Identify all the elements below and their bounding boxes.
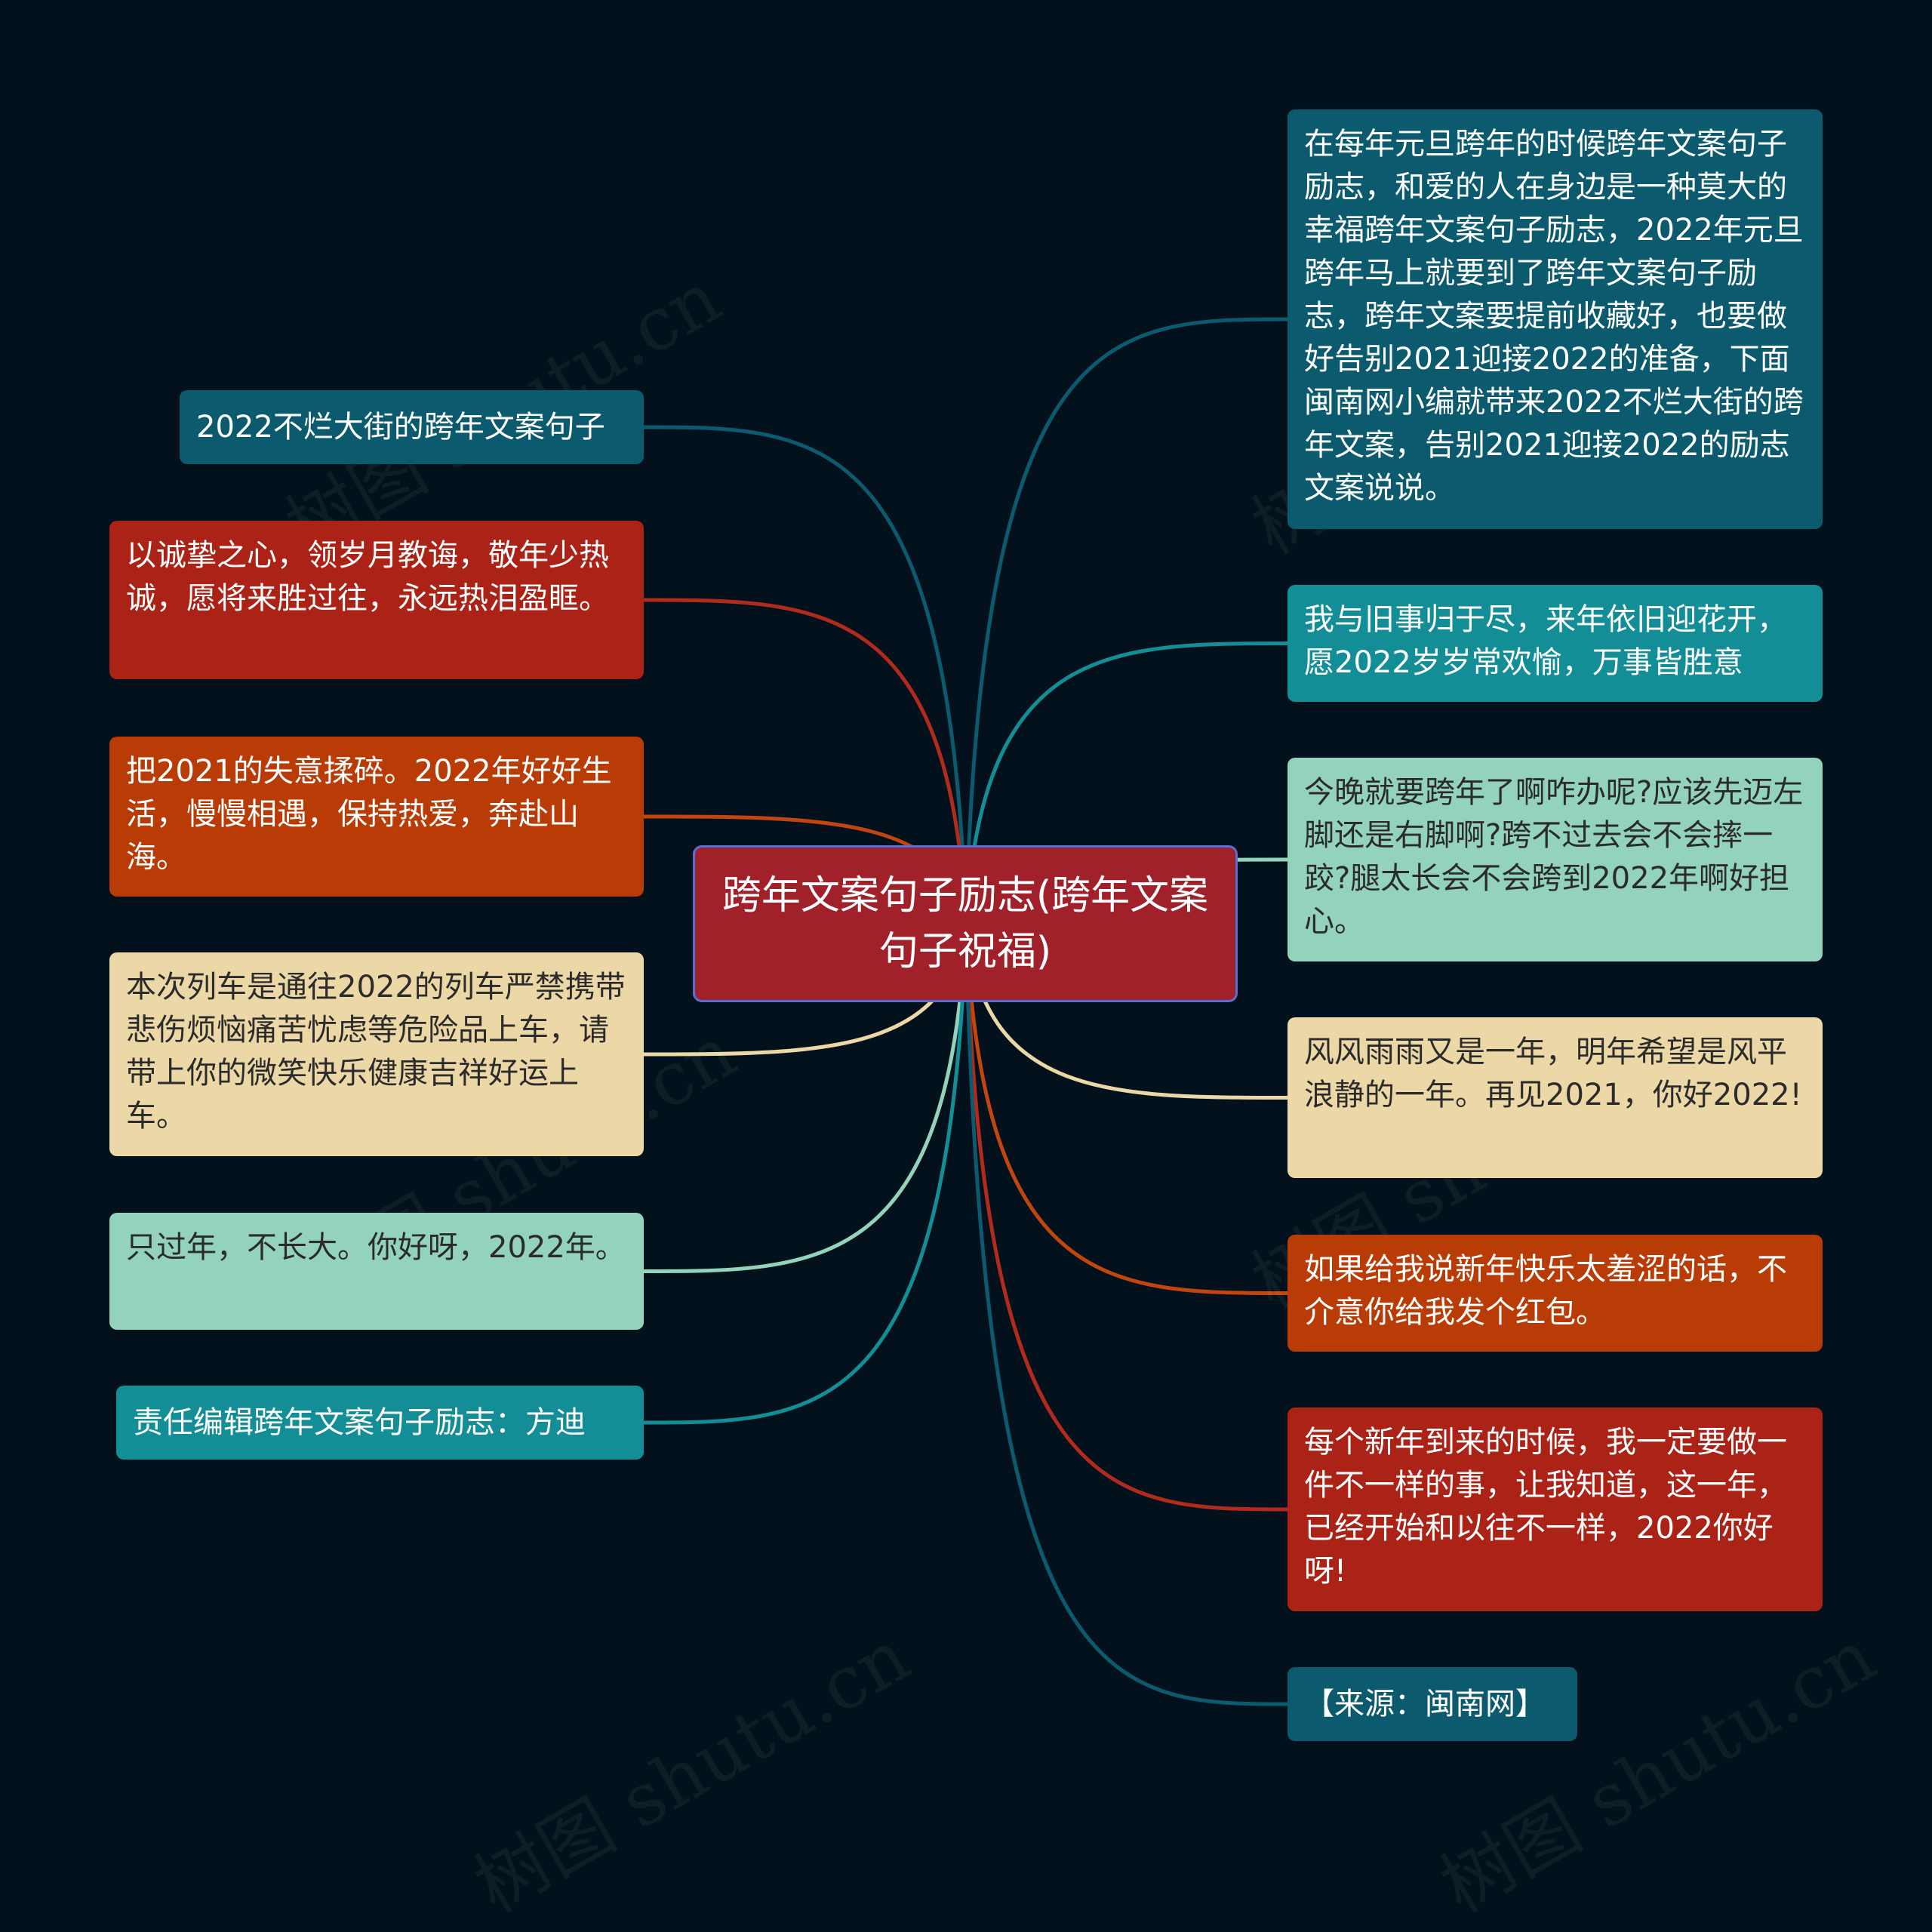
right-connector-line bbox=[964, 641, 1290, 926]
left-connector-line bbox=[641, 598, 968, 926]
left-topic-node[interactable]: 以诚挚之心，领岁月教诲，敬年少热诚，愿将来胜过往，永远热泪盈眶。 bbox=[109, 521, 644, 679]
left-connector-line bbox=[641, 425, 968, 926]
left-topic-node[interactable]: 把2021的失意揉碎。2022年好好生活，慢慢相遇，保持热爱，奔赴山海。 bbox=[109, 737, 644, 897]
root-topic[interactable]: 跨年文案句子励志(跨年文案句子祝福) bbox=[693, 845, 1238, 1002]
left-topic-node[interactable]: 2022不烂大街的跨年文案句子 bbox=[180, 390, 644, 464]
right-connector-line bbox=[964, 921, 1290, 1512]
mind-map-canvas bbox=[641, 317, 1290, 1706]
left-connector-line bbox=[641, 921, 968, 1273]
left-topic-node[interactable]: 责任编辑跨年文案句子励志：方迪 bbox=[116, 1386, 644, 1460]
right-topic-node[interactable]: 风风雨雨又是一年，明年希望是风平浪静的一年。再见2021，你好2022! bbox=[1287, 1017, 1823, 1178]
right-topic-node[interactable]: 【来源：闽南网】 bbox=[1287, 1667, 1577, 1741]
right-topic-node[interactable]: 如果给我说新年快乐太羞涩的话，不介意你给我发个红包。 bbox=[1287, 1235, 1823, 1352]
right-topic-node[interactable]: 在每年元旦跨年的时候跨年文案句子励志，和爱的人在身边是一种莫大的幸福跨年文案句子… bbox=[1287, 109, 1823, 529]
right-connector-line bbox=[964, 317, 1290, 926]
right-topic-node[interactable]: 每个新年到来的时候，我一定要做一件不一样的事，让我知道，这一年，已经开始和以往不… bbox=[1287, 1407, 1823, 1611]
right-topic-node[interactable]: 我与旧事归于尽，来年依旧迎花开，愿2022岁岁常欢愉，万事皆胜意 bbox=[1287, 585, 1823, 702]
left-topic-node[interactable]: 只过年，不长大。你好呀，2022年。 bbox=[109, 1213, 644, 1330]
right-topic-node[interactable]: 今晚就要跨年了啊咋办呢?应该先迈左脚还是右脚啊?跨不过去会不会摔一跤?腿太长会不… bbox=[1287, 758, 1823, 961]
right-connector-line bbox=[964, 921, 1290, 1295]
left-connector-line bbox=[641, 921, 968, 1425]
right-connector-line bbox=[964, 921, 1290, 1706]
left-topic-node[interactable]: 本次列车是通往2022的列车严禁携带悲伤烦恼痛苦忧虑等危险品上车，请带上你的微笑… bbox=[109, 952, 644, 1156]
